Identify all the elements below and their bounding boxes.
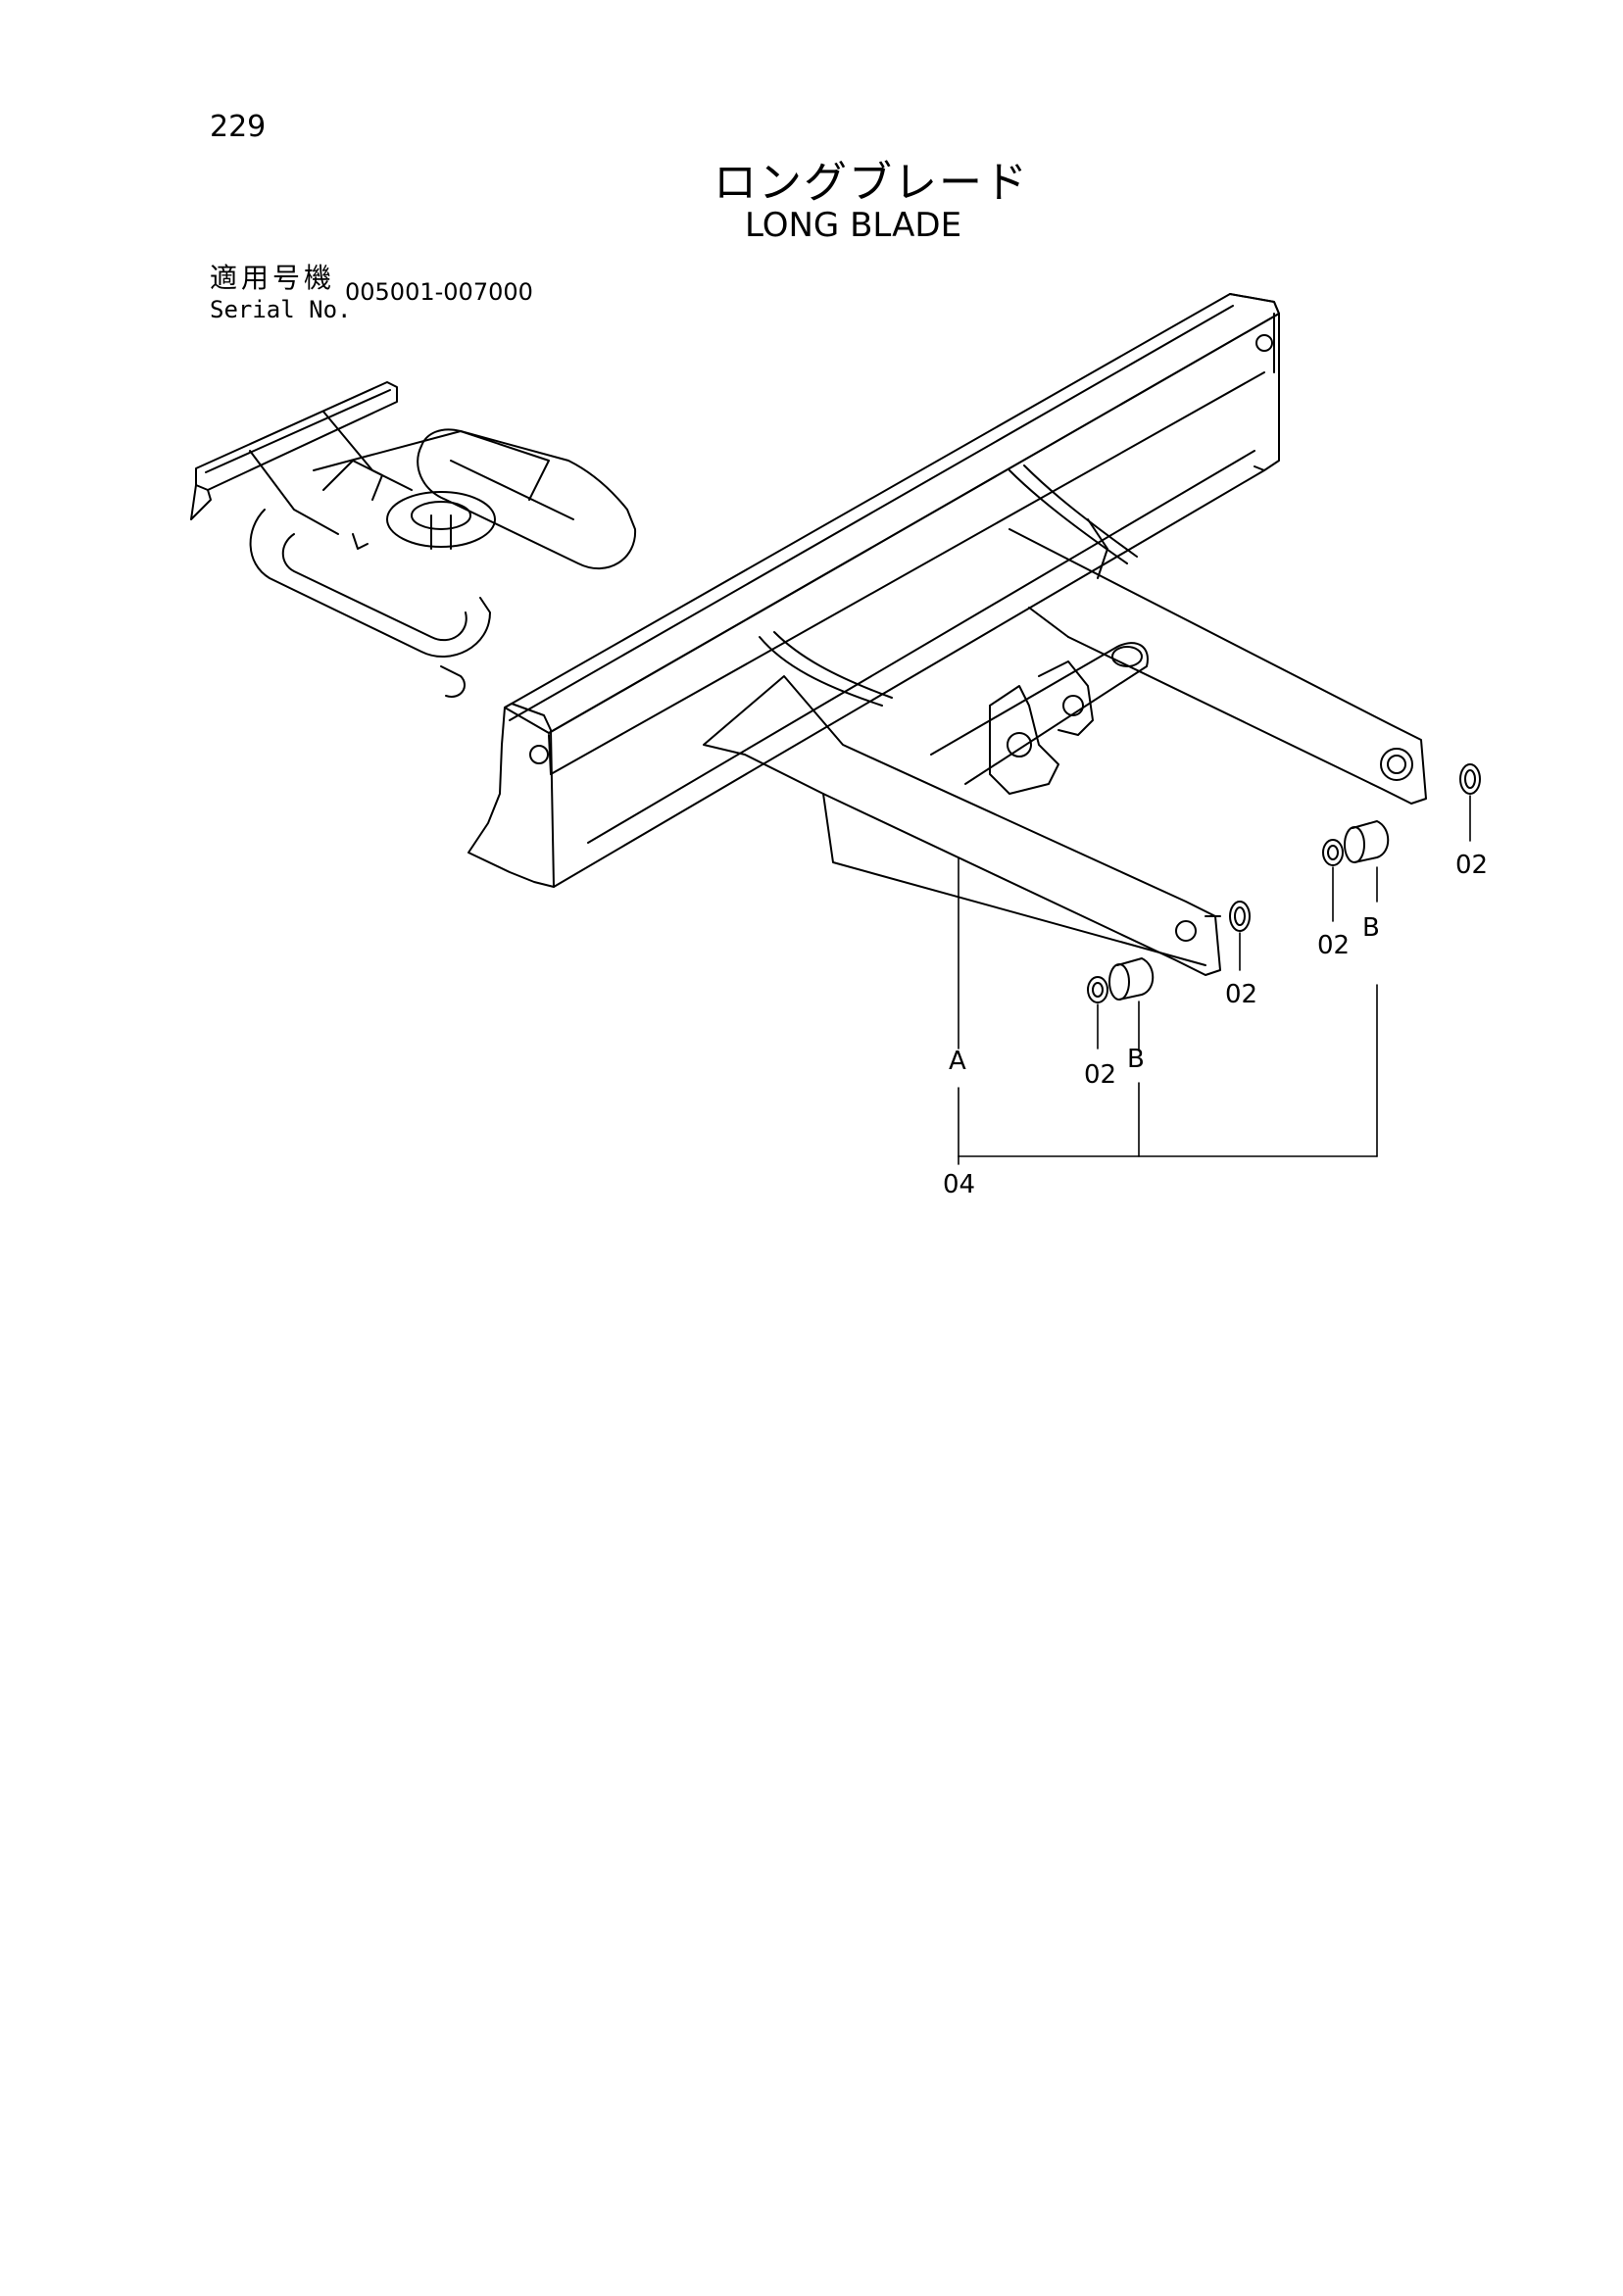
serial-label-japanese: 適用号機	[210, 262, 336, 294]
serial-range: 005001-007000	[345, 278, 533, 306]
right-pin-parts	[1323, 764, 1480, 865]
callout-02-left-inner: 02	[1084, 1060, 1117, 1090]
left-pin-parts	[1088, 902, 1250, 1002]
callout-a: A	[949, 1047, 966, 1076]
callout-b-left: B	[1127, 1045, 1145, 1074]
left-push-arm	[704, 632, 1220, 975]
callout-02-right-inner: 02	[1317, 931, 1351, 960]
right-push-arm	[1009, 465, 1426, 804]
page-title-english: LONG BLADE	[745, 206, 962, 245]
excavator-thumbnail	[191, 382, 635, 697]
callout-02-left-outer: 02	[1225, 980, 1258, 1009]
callout-02-right-outer: 02	[1455, 851, 1489, 880]
page-number: 229	[210, 110, 267, 144]
serial-label-english: Serial No.	[210, 296, 352, 323]
callout-04: 04	[943, 1170, 976, 1199]
blade-assembly	[468, 294, 1279, 887]
page-title-japanese: ロングブレード	[713, 158, 1029, 208]
cylinder-bracket	[931, 643, 1148, 794]
leader-lines	[959, 796, 1470, 1164]
callout-b-right: B	[1362, 913, 1380, 943]
